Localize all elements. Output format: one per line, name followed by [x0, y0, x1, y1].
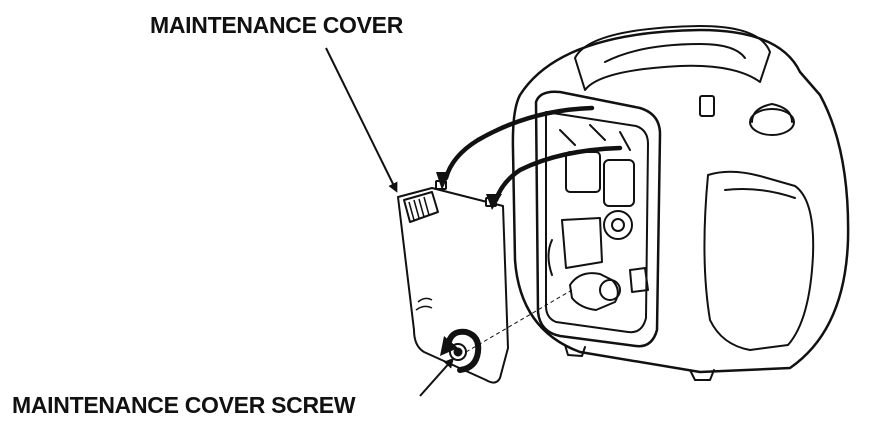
- curved-arrow-icon: [443, 105, 623, 203]
- counterclockwise-rotation-icon: [440, 328, 482, 373]
- screw-callout-arrow-icon: [419, 357, 454, 397]
- curved-arrow-heads: [436, 172, 502, 210]
- maintenance-cover-screw-label: MAINTENANCE COVER SCREW: [12, 392, 356, 418]
- cover-callout-arrow-icon: [325, 47, 398, 193]
- maintenance-cover-label: MAINTENANCE COVER: [150, 12, 404, 38]
- generator-body: [511, 25, 850, 381]
